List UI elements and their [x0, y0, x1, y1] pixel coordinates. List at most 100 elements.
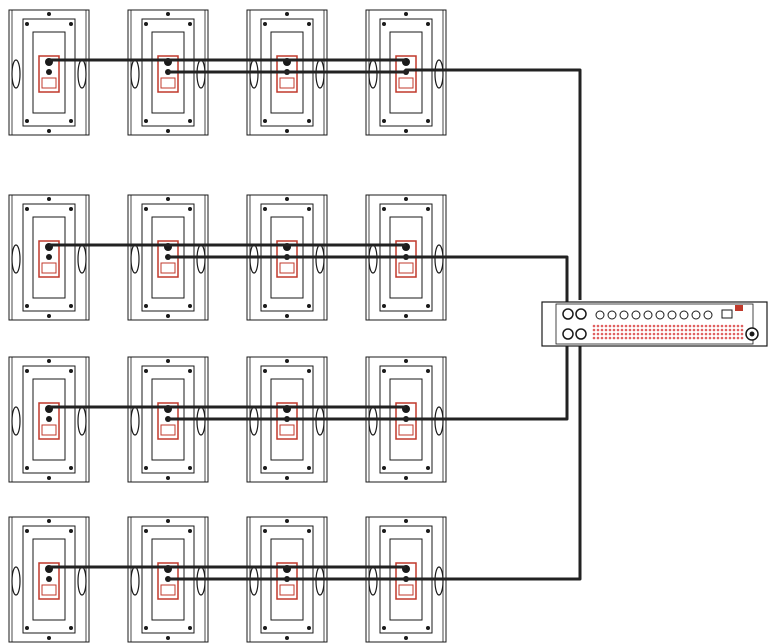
speaker-cable-icon: [168, 68, 582, 300]
speakon-connector-icon: [46, 69, 52, 75]
vent-hole: [684, 332, 688, 336]
vent-hole: [668, 332, 672, 336]
screw: [307, 22, 311, 26]
vent-hole: [712, 324, 716, 328]
vent-hole: [660, 332, 664, 336]
screw: [25, 369, 29, 373]
screw: [426, 626, 430, 630]
screw: [166, 12, 170, 16]
vent-hole: [616, 328, 620, 332]
vent-hole: [660, 328, 664, 332]
vent-hole: [596, 328, 600, 332]
vent-hole: [708, 336, 712, 340]
screw: [404, 314, 408, 318]
speaker-panel: [32, 538, 66, 621]
vent-hole: [692, 324, 696, 328]
vent-hole: [736, 332, 740, 336]
vent-hole: [656, 324, 660, 328]
vent-hole: [660, 324, 664, 328]
screw: [47, 636, 51, 640]
vent-hole: [596, 324, 600, 328]
screw: [263, 626, 267, 630]
vent-hole: [692, 336, 696, 340]
vent-hole: [696, 324, 700, 328]
vent-hole: [592, 324, 596, 328]
screw: [25, 304, 29, 308]
screw: [307, 626, 311, 630]
screw: [426, 119, 430, 123]
screw: [307, 119, 311, 123]
handle-icon: [434, 244, 444, 274]
screw: [69, 466, 73, 470]
screw: [188, 626, 192, 630]
vent-hole: [656, 328, 660, 332]
screw: [47, 476, 51, 480]
screw: [69, 529, 73, 533]
vent-hole: [696, 336, 700, 340]
cable-runs: [49, 58, 582, 581]
label-plate: [398, 584, 414, 596]
vent-hole: [732, 332, 736, 336]
screw: [263, 304, 267, 308]
vent-hole: [668, 336, 672, 340]
screw: [426, 304, 430, 308]
label-plate: [398, 77, 414, 89]
vent-hole: [676, 336, 680, 340]
vent-hole: [632, 336, 636, 340]
handle-icon: [11, 406, 21, 436]
label-plate: [398, 424, 414, 436]
vent-hole: [668, 328, 672, 332]
vent-hole: [728, 324, 732, 328]
screw: [382, 207, 386, 211]
screw: [263, 529, 267, 533]
vent-hole: [652, 336, 656, 340]
screw: [166, 314, 170, 318]
vent-hole: [600, 328, 604, 332]
vent-hole: [644, 328, 648, 332]
vent-hole: [740, 324, 744, 328]
speaker-panel: [32, 378, 66, 461]
vent-hole: [716, 332, 720, 336]
screw: [285, 636, 289, 640]
vent-hole: [652, 328, 656, 332]
vent-hole: [616, 324, 620, 328]
screw: [25, 529, 29, 533]
screw: [382, 369, 386, 373]
xlr-connector-icon: [667, 310, 677, 320]
vent-hole: [720, 328, 724, 332]
screw: [25, 207, 29, 211]
screw: [69, 207, 73, 211]
vent-hole: [664, 324, 668, 328]
screw: [285, 129, 289, 133]
vent-hole: [676, 332, 680, 336]
speakon-connector-icon: [46, 576, 52, 582]
vent-hole: [688, 332, 692, 336]
vent-hole: [672, 324, 676, 328]
screw: [285, 476, 289, 480]
speakon-connector-icon: [575, 308, 587, 320]
screw: [69, 119, 73, 123]
vent-hole: [672, 336, 676, 340]
vent-hole: [656, 336, 660, 340]
screw: [166, 476, 170, 480]
screw: [144, 369, 148, 373]
vent-hole: [596, 332, 600, 336]
vent-hole: [624, 328, 628, 332]
vent-hole: [636, 324, 640, 328]
speakon-connector-icon: [575, 328, 587, 340]
vent-hole: [688, 328, 692, 332]
vent-hole: [684, 328, 688, 332]
label-plate: [279, 424, 295, 436]
vent-hole: [640, 328, 644, 332]
vent-hole: [648, 332, 652, 336]
screw: [382, 529, 386, 533]
label-plate: [160, 584, 176, 596]
screw: [188, 119, 192, 123]
vent-hole: [732, 336, 736, 340]
speaker-4-1: [8, 516, 90, 643]
vent-hole: [604, 328, 608, 332]
xlr-connector-icon: [619, 310, 629, 320]
screw: [263, 119, 267, 123]
vent-hole: [696, 328, 700, 332]
vent-hole: [740, 328, 744, 332]
